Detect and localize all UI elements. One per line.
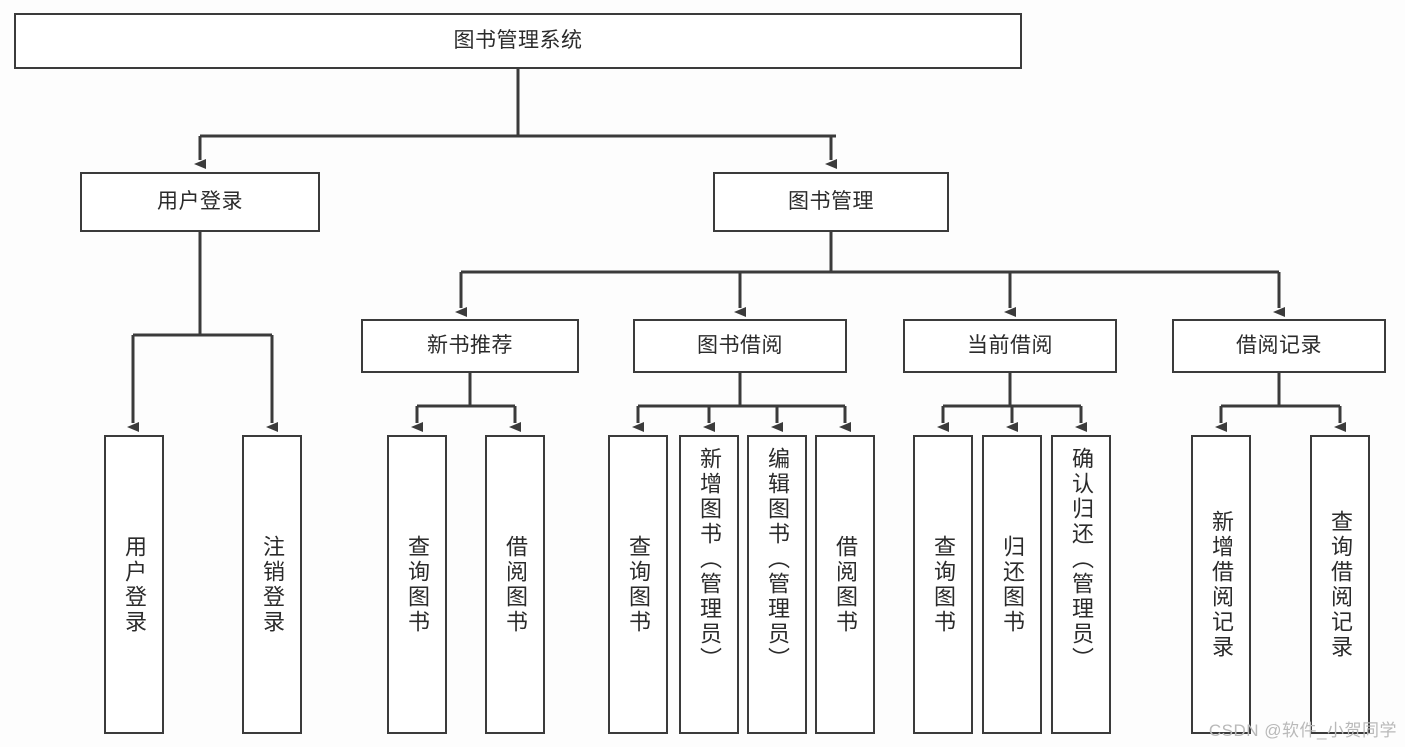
node-new-book-recommend-label: 新书推荐 <box>427 333 513 357</box>
node-new-book-recommend[interactable]: 新书推荐 <box>361 319 579 373</box>
node-book-manage[interactable]: 图书管理 <box>713 172 949 232</box>
node-leaf-return-book-label: 归还图书 <box>1000 534 1025 635</box>
node-leaf-add-book-admin-label: 新增图书（管理员） <box>697 447 722 672</box>
node-leaf-borrow-book-label: 借阅图书 <box>833 534 858 635</box>
node-leaf-edit-book-admin[interactable]: 编辑图书（管理员） <box>747 435 807 734</box>
node-leaf-borrow-book-recommend[interactable]: 借阅图书 <box>485 435 545 734</box>
node-leaf-query-book-recommend[interactable]: 查询图书 <box>387 435 447 734</box>
node-book-borrow-label: 图书借阅 <box>697 333 783 357</box>
node-leaf-query-borrow-record-label: 查询借阅记录 <box>1328 509 1353 660</box>
watermark-text: CSDN @软件_小贺同学 <box>1208 721 1397 740</box>
node-current-borrow-label: 当前借阅 <box>967 333 1053 357</box>
node-root-label: 图书管理系统 <box>453 28 583 52</box>
node-leaf-borrow-book[interactable]: 借阅图书 <box>815 435 875 734</box>
node-user-login[interactable]: 用户登录 <box>80 172 320 232</box>
node-leaf-query-book-current[interactable]: 查询图书 <box>913 435 973 734</box>
node-leaf-query-book-recommend-label: 查询图书 <box>405 534 430 635</box>
node-leaf-user-login-label: 用户登录 <box>122 534 147 635</box>
node-leaf-return-book[interactable]: 归还图书 <box>982 435 1042 734</box>
node-leaf-edit-book-admin-label: 编辑图书（管理员） <box>765 447 790 672</box>
node-leaf-borrow-book-recommend-label: 借阅图书 <box>503 534 528 635</box>
node-leaf-query-book-current-label: 查询图书 <box>931 534 956 635</box>
node-leaf-user-login[interactable]: 用户登录 <box>104 435 164 734</box>
node-current-borrow[interactable]: 当前借阅 <box>903 319 1117 373</box>
node-book-borrow[interactable]: 图书借阅 <box>633 319 847 373</box>
node-leaf-logout-login[interactable]: 注销登录 <box>242 435 302 734</box>
node-leaf-add-book-admin[interactable]: 新增图书（管理员） <box>679 435 739 734</box>
node-leaf-query-borrow-record[interactable]: 查询借阅记录 <box>1310 435 1370 734</box>
node-leaf-query-book-borrow-label: 查询图书 <box>626 534 651 635</box>
node-leaf-add-borrow-record[interactable]: 新增借阅记录 <box>1191 435 1251 734</box>
node-leaf-confirm-return-admin[interactable]: 确认归还（管理员） <box>1051 435 1111 734</box>
node-leaf-confirm-return-admin-label: 确认归还（管理员） <box>1069 447 1094 672</box>
node-borrow-record[interactable]: 借阅记录 <box>1172 319 1386 373</box>
node-root[interactable]: 图书管理系统 <box>14 13 1022 69</box>
node-leaf-query-book-borrow[interactable]: 查询图书 <box>608 435 668 734</box>
node-leaf-logout-login-label: 注销登录 <box>260 534 285 635</box>
node-book-manage-label: 图书管理 <box>788 189 874 213</box>
node-user-login-label: 用户登录 <box>157 189 243 213</box>
node-borrow-record-label: 借阅记录 <box>1236 333 1322 357</box>
node-leaf-add-borrow-record-label: 新增借阅记录 <box>1209 509 1234 660</box>
